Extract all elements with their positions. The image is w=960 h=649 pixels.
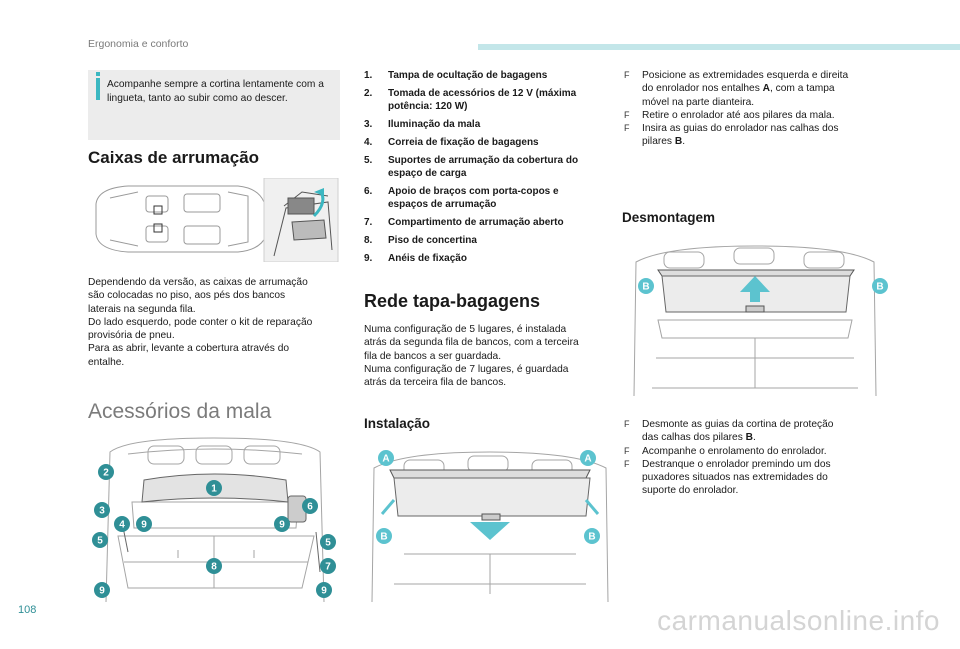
watermark: carmanualsonline.info <box>657 605 940 636</box>
bullet-icon: F <box>624 445 630 456</box>
net-title: Rede tapa-bagagens <box>364 291 541 311</box>
list-item: 1.Tampa de ocultação de bagagens <box>364 70 548 81</box>
page-number: 108 <box>18 604 37 616</box>
callout-marker <box>580 450 596 466</box>
callout-marker-label: B <box>380 532 387 543</box>
callout-marker <box>206 558 222 574</box>
install-illustration: A A B B <box>371 450 609 603</box>
net-line: Numa configuração de 5 lugares, é instal… <box>364 324 567 335</box>
storage-line: laterais na segunda fila. <box>88 303 196 315</box>
list-item: 4.Correia de fixação de bagagens <box>364 137 539 148</box>
bullet-icon: F <box>624 70 630 80</box>
net-line: atrás da terceira fila de bancos. <box>364 377 507 389</box>
net-line: Numa configuração de 7 lugares, é guarda… <box>364 363 569 375</box>
list-item: 3.Iluminação da mala <box>364 119 481 130</box>
callout-marker-label: 9 <box>99 586 105 597</box>
callout-marker <box>136 516 152 532</box>
header-rule <box>478 44 960 50</box>
storage-line: são colocadas no piso, aos pés dos banco… <box>88 290 286 302</box>
callout-marker-label: 5 <box>97 536 103 547</box>
callout-marker-label: 9 <box>279 520 285 531</box>
callout-marker-label: 9 <box>321 586 327 597</box>
trunk-accessories-illustration: 1 2 3 4 9 9 6 5 5 8 7 9 9 <box>92 437 336 603</box>
callout-marker <box>114 516 130 532</box>
callout-marker-label: 9 <box>141 520 147 531</box>
callout-marker <box>206 480 222 496</box>
callout-marker-label: 2 <box>103 468 109 479</box>
install-title: Instalação <box>364 416 431 431</box>
storage-line: Para as abrir, levante a cobertura atrav… <box>88 343 290 355</box>
info-icon <box>96 72 100 100</box>
callout-marker <box>378 450 394 466</box>
callout-marker <box>320 558 336 574</box>
storage-line: Do lado esquerdo, pode conter o kit de r… <box>88 316 313 328</box>
bullet-icon: F <box>624 123 630 134</box>
callout-marker <box>274 516 290 532</box>
list-item: 7.Compartimento de arrumação aberto <box>364 217 564 228</box>
callout-marker-label: 3 <box>99 506 105 517</box>
info-note: Acompanhe sempre a cortina lentamente co… <box>88 70 340 140</box>
storage-illustration <box>95 178 339 262</box>
callout-marker <box>376 528 392 544</box>
list-item: 9.Anéis de fixação <box>364 253 467 264</box>
callout-marker-label: A <box>382 454 389 465</box>
net-line: atrás da segunda fila de bancos, com a t… <box>364 337 579 349</box>
callout-marker-label: B <box>642 282 649 293</box>
bullet-icon: F <box>624 109 630 120</box>
remove-title: Desmontagem <box>622 210 716 225</box>
accessories-list: 1.Tampa de ocultação de bagagens 2.Tomad… <box>364 69 614 270</box>
storage-body: Dependendo da versão, as caixas de arrum… <box>88 276 343 369</box>
bullet-icon: F <box>624 458 630 469</box>
callout-marker <box>584 528 600 544</box>
net-line: fila de bancos a ser guardada. <box>364 350 502 362</box>
net-body: Numa configuração de 5 lugares, é instal… <box>364 323 614 389</box>
storage-line: provisória de pneu. <box>88 330 175 342</box>
callout-marker <box>94 502 110 518</box>
list-item: 8.Piso de concertina <box>364 235 477 246</box>
callout-marker <box>92 532 108 548</box>
callout-marker-label: A <box>584 454 591 465</box>
callout-marker <box>94 582 110 598</box>
storage-title: Caixas de arrumação <box>88 148 260 167</box>
callout-marker-label: 8 <box>211 562 217 573</box>
accessories-title: Acessórios da mala <box>88 400 272 423</box>
info-note-text: Acompanhe sempre a cortina lentamente co… <box>107 79 324 104</box>
callout-marker <box>638 278 654 294</box>
callout-marker-label: B <box>876 282 883 293</box>
callout-marker-label: 1 <box>211 484 217 495</box>
callout-marker-label: 4 <box>119 520 125 531</box>
callout-marker-label: 6 <box>307 502 313 513</box>
callout-marker-label: B <box>588 532 595 543</box>
section-header: Ergonomia e conforto <box>88 38 189 50</box>
bullet-icon: F <box>624 419 630 429</box>
callout-marker <box>872 278 888 294</box>
callout-marker <box>320 534 336 550</box>
callout-marker-label: 7 <box>325 562 331 573</box>
callout-marker <box>302 498 318 514</box>
storage-line: entalhe. <box>88 356 125 368</box>
storage-line: Dependendo da versão, as caixas de arrum… <box>88 277 308 288</box>
callout-marker <box>316 582 332 598</box>
callout-marker-label: 5 <box>325 538 331 549</box>
callout-marker <box>98 464 114 480</box>
